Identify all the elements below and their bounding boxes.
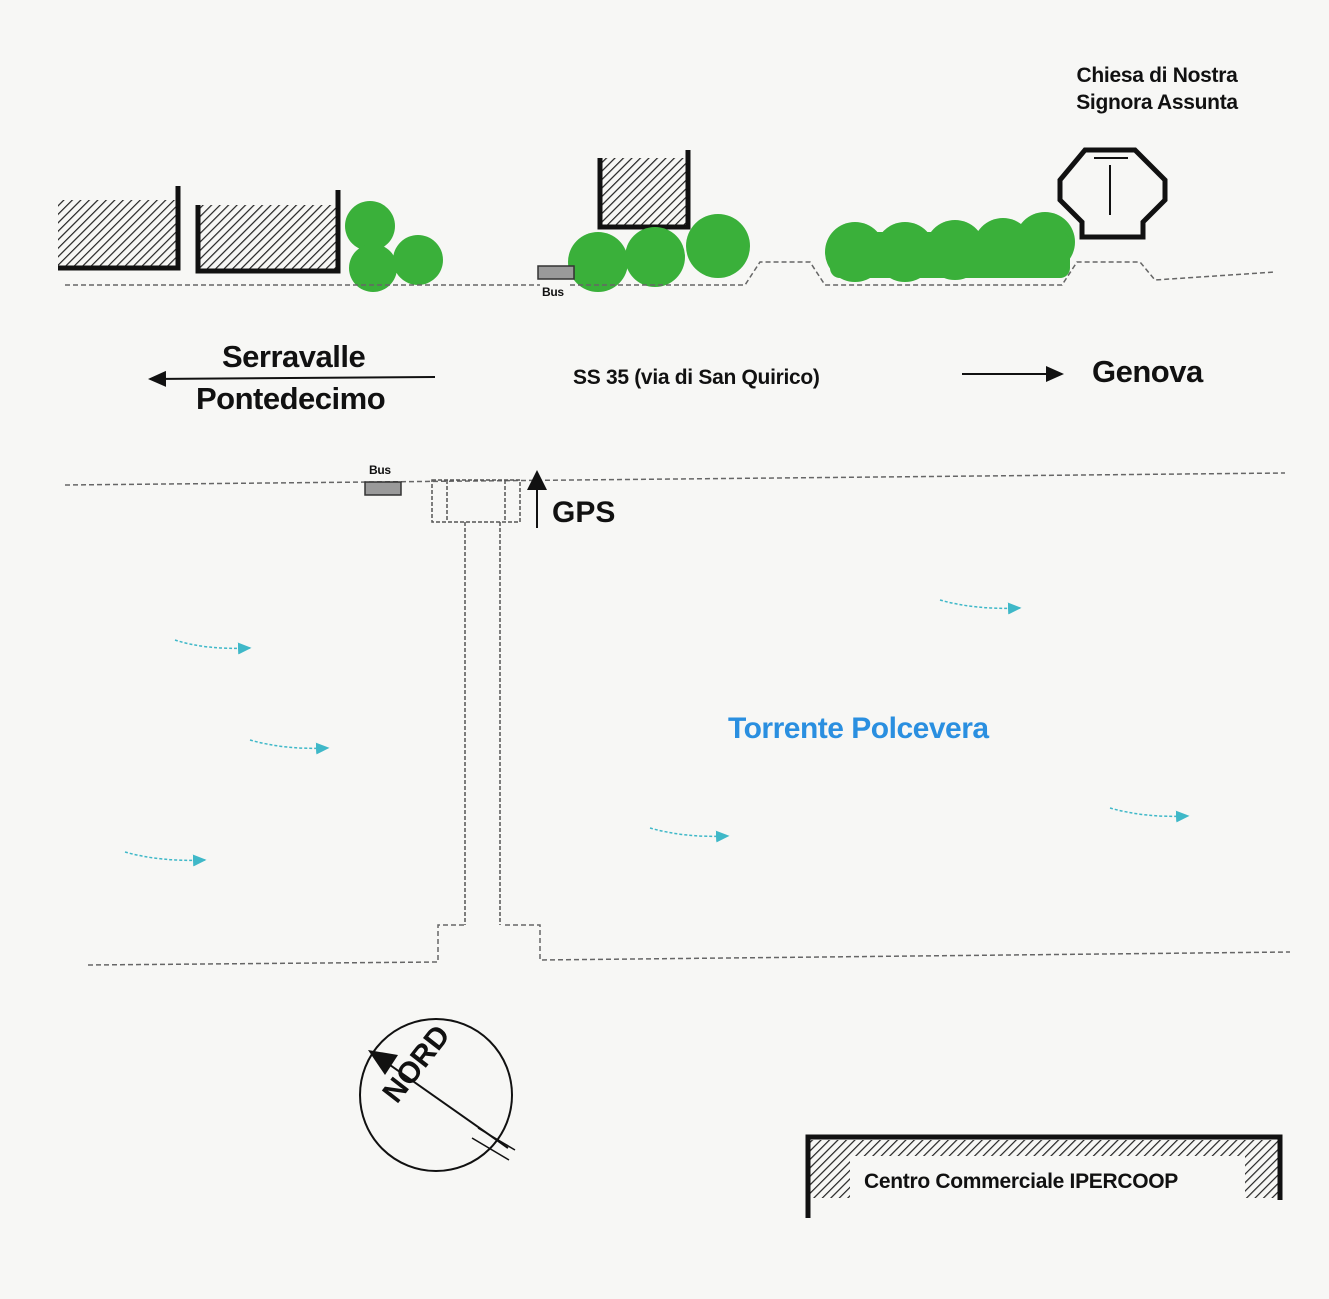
- church-label-line1: Chiesa di Nostra: [1076, 64, 1238, 87]
- church-icon: [1057, 147, 1168, 240]
- bus-stop-north-marker: [537, 265, 575, 280]
- tree: [686, 214, 750, 278]
- church-label-line2: Signora Assunta: [1076, 91, 1238, 115]
- legend-label: Centro Commerciale IPERCOOP: [864, 1170, 1178, 1193]
- church-label: Chiesa di Nostra Signora Assunta: [1052, 62, 1262, 117]
- river-name-label: Torrente Polcevera: [728, 712, 989, 745]
- legend: [805, 1134, 1283, 1218]
- river-bank-south: [87, 924, 1291, 966]
- tree: [345, 201, 395, 251]
- building-west-2: [198, 205, 336, 271]
- bridge: [431, 479, 521, 925]
- road-name-label: SS 35 (via di San Quirico): [573, 366, 820, 389]
- gps-arrow-icon: [527, 470, 547, 528]
- flow-arrow-icon: [649, 827, 730, 843]
- flow-arrow-icon: [249, 739, 330, 755]
- compass-icon: [359, 1018, 516, 1172]
- direction-west-line2: Pontedecimo: [196, 381, 386, 416]
- building-center: [600, 158, 688, 226]
- bus-stop-north-label: Bus: [542, 285, 564, 299]
- tree: [568, 232, 628, 292]
- flow-arrow-icon: [174, 639, 252, 655]
- arrow-west-icon: [148, 370, 436, 387]
- bus-stop-south-label: Bus: [369, 463, 391, 477]
- direction-west-line1: Serravalle: [222, 339, 366, 374]
- flow-arrow-icon: [124, 851, 207, 867]
- direction-east-label: Genova: [1092, 354, 1203, 389]
- tree: [349, 244, 397, 292]
- flow-arrow-icon: [1109, 807, 1190, 823]
- flow-arrow-icon: [939, 599, 1022, 615]
- road-edge-north: [65, 261, 1276, 286]
- tree: [393, 235, 443, 285]
- trees: [345, 201, 1075, 292]
- building-west-1: [58, 200, 178, 268]
- tree: [625, 227, 685, 287]
- bus-stop-south-marker: [364, 481, 402, 496]
- gps-label: GPS: [552, 496, 616, 529]
- road-edge-south: [64, 472, 1286, 486]
- river-flow-arrows: [124, 599, 1190, 867]
- building-row-north: [58, 150, 691, 274]
